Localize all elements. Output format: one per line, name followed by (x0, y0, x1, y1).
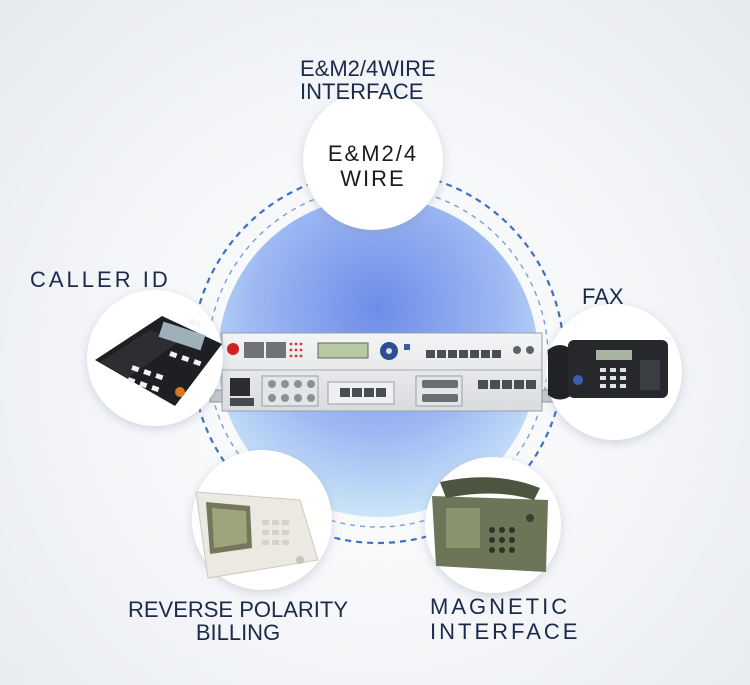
caller-id-label: CALLER ID (30, 267, 171, 292)
fax-machine-icon (548, 340, 668, 400)
power-socket (230, 378, 250, 396)
field-telephone-icon (432, 477, 548, 572)
em-bubble-line-1: E&M2/4 (328, 141, 418, 166)
desk-phone-icon: deli (95, 316, 222, 406)
fax-label: FAX (582, 284, 624, 309)
lcd-display (317, 342, 369, 359)
em-bubble-line-2: WIRE (340, 166, 405, 191)
reverse-polarity-label: REVERSE POLARITY BILLING (127, 597, 349, 646)
em-interface-label: E&M2/4WIRE INTERFACE (300, 56, 436, 105)
multiplexer-device (209, 332, 555, 412)
device-logo-icon (227, 343, 239, 355)
em-2-4-wire-bubble (303, 90, 443, 230)
magnetic-interface-label: MAGNETIC INTERFACE (430, 594, 581, 645)
phone-brand-label: deli (187, 316, 202, 329)
billing-meter-icon (195, 491, 319, 579)
